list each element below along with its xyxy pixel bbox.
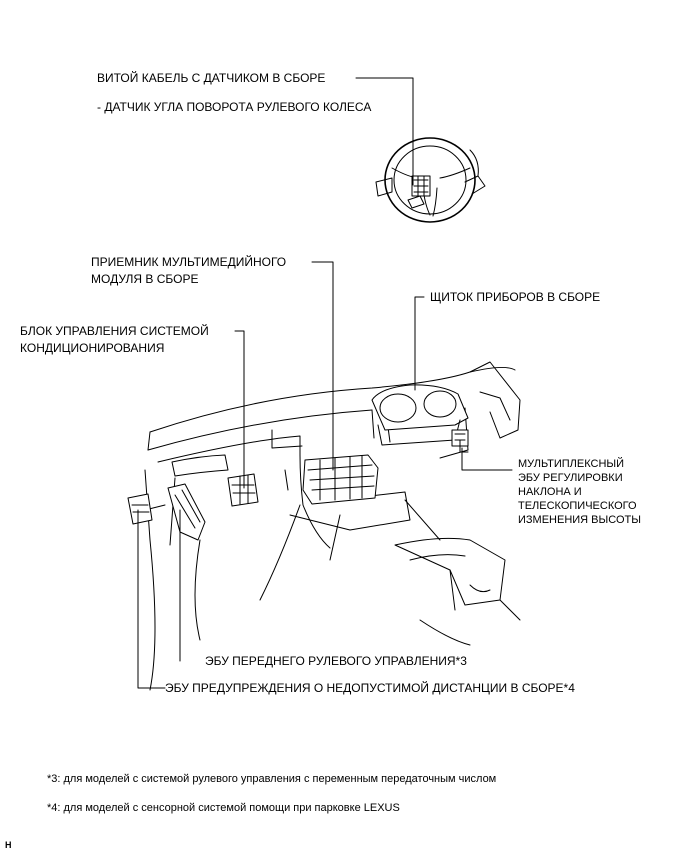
tilt-telescopic-ecu-label-line4: ТЕЛЕСКОПИЧЕСКОГО — [518, 500, 637, 512]
tilt-telescopic-ecu-label-line3: НАКЛОНА И — [518, 486, 582, 498]
front-steering-ecu-drawing — [167, 483, 206, 541]
distance-warning-ecu-label: ЭБУ ПРЕДУПРЕЖДЕНИЯ О НЕДОПУСТИМОЙ ДИСТАН… — [165, 681, 575, 695]
tilt-telescopic-ecu-label-line1: МУЛЬТИПЛЕКСНЫЙ — [518, 458, 625, 470]
footnote-4: *4: для моделей с сенсорной системой пом… — [47, 802, 400, 814]
multimedia-receiver-label-line1: ПРИЕМНИК МУЛЬТИМЕДИЙНОГО — [91, 255, 287, 269]
clearance-warning-ecu-drawing — [127, 493, 153, 525]
instrument-panel-label: ЩИТОК ПРИБОРОВ В СБОРЕ — [430, 290, 601, 304]
spiral-cable-label: ВИТОЙ КАБЕЛЬ С ДАТЧИКОМ В СБОРЕ — [97, 71, 326, 85]
ac-control-drawing — [227, 473, 259, 507]
multimedia-receiver-drawing — [302, 454, 379, 505]
multimedia-receiver-label-line2: МОДУЛЯ В СБОРЕ — [91, 272, 199, 286]
instrument-cluster-drawing — [371, 384, 469, 447]
leader-lines — [137, 77, 513, 689]
ac-control-label-line1: БЛОК УПРАВЛЕНИЯ СИСТЕМОЙ — [20, 324, 209, 338]
corner-mark: H — [5, 840, 12, 850]
steering-angle-sensor-label: - ДАТЧИК УГЛА ПОВОРОТА РУЛЕВОГО КОЛЕСА — [97, 100, 372, 114]
steering-wheel-drawing — [375, 137, 486, 223]
tilt-telescopic-ecu-label-line2: ЭБУ РЕГУЛИРОВКИ — [518, 472, 623, 484]
footnote-3: *3: для моделей с системой рулевого упра… — [47, 773, 497, 785]
front-steering-ecu-label: ЭБУ ПЕРЕДНЕГО РУЛЕВОГО УПРАВЛЕНИЯ*3 — [205, 654, 467, 668]
ac-control-label-line2: КОНДИЦИОНИРОВАНИЯ — [20, 341, 165, 355]
tilt-telescopic-ecu-label-line5: ИЗМЕНЕНИЯ ВЫСОТЫ — [518, 514, 641, 526]
